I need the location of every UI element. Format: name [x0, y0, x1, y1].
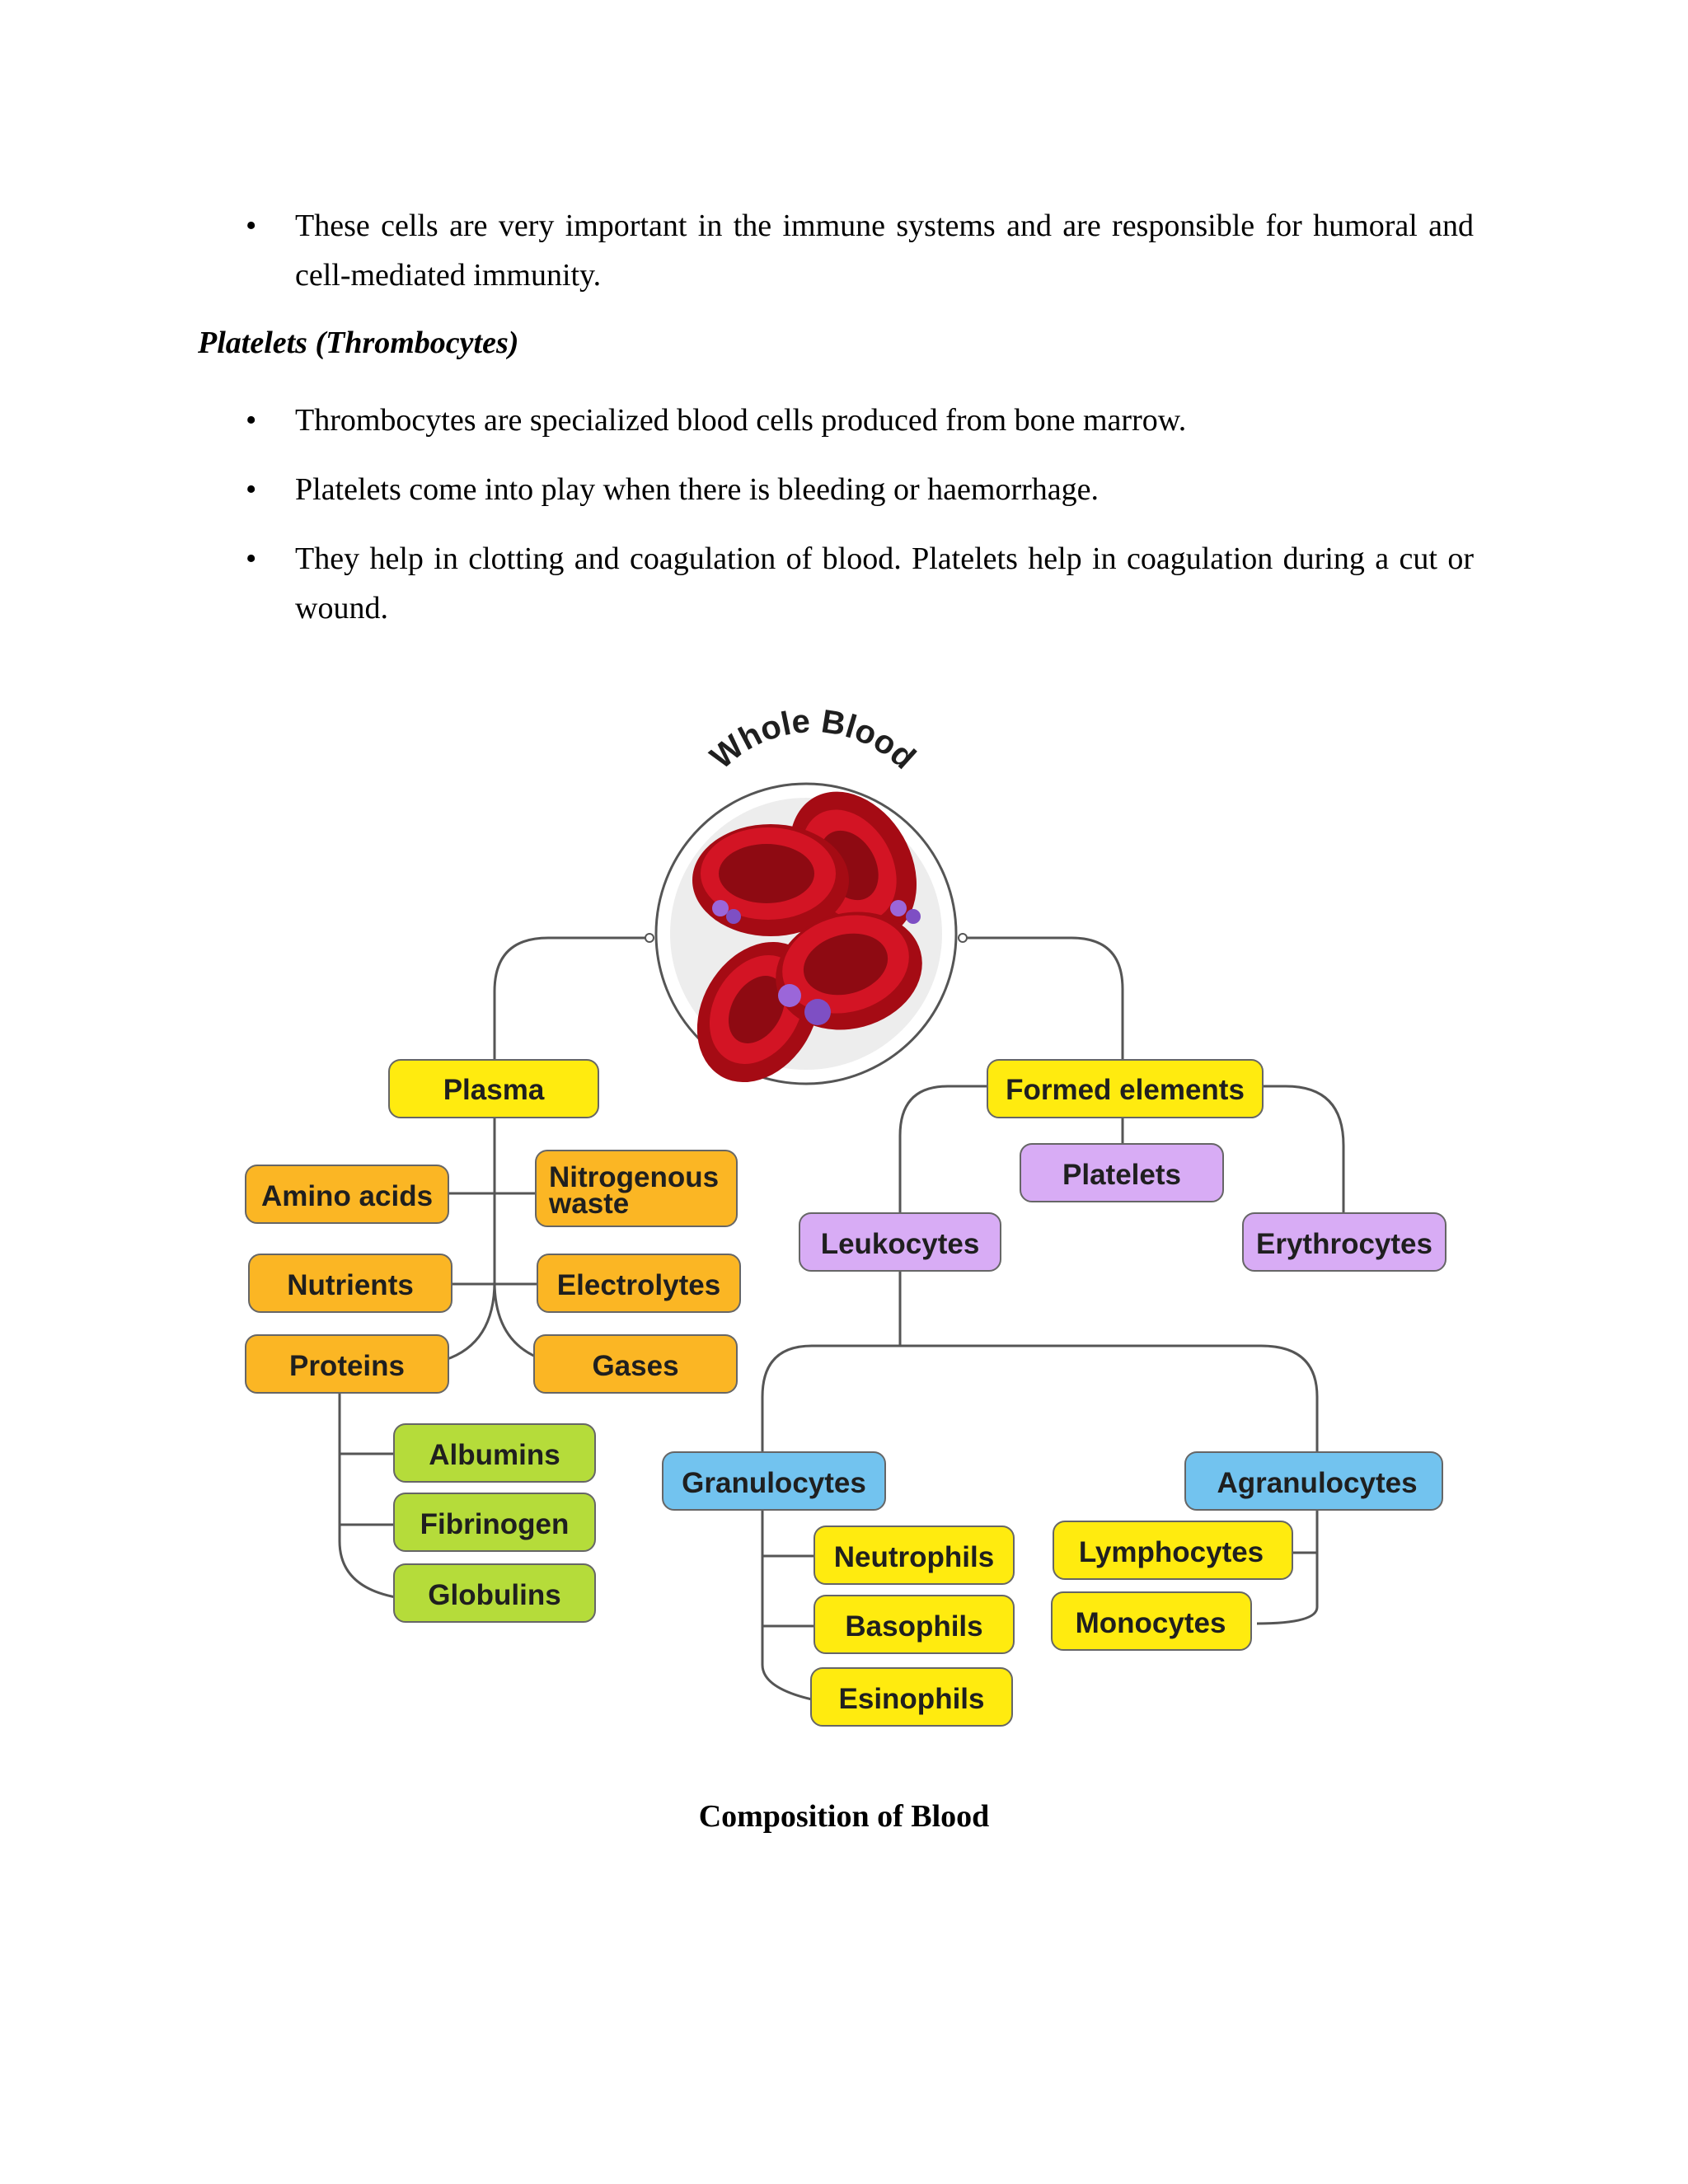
amino-acids-label: Amino acids	[261, 1180, 433, 1212]
electrolytes-label: Electrolytes	[557, 1269, 720, 1301]
bullet-dot: •	[246, 541, 257, 576]
nitrogenous-waste-label-line2: waste	[548, 1188, 629, 1220]
basophils-label: Basophils	[845, 1610, 982, 1643]
electrolytes-node: Electrolytes	[537, 1254, 741, 1313]
bullet-text: These cells are very important in the im…	[295, 209, 1474, 293]
esinophils-label: Esinophils	[839, 1683, 985, 1715]
monocytes-label: Monocytes	[1076, 1607, 1226, 1639]
esinophils-node: Esinophils	[810, 1667, 1013, 1727]
bullet-dot: •	[246, 403, 257, 438]
bullet-dot: •	[246, 472, 257, 507]
bullet-text: They help in clotting and coagulation of…	[295, 541, 1474, 626]
nutrients-node: Nutrients	[248, 1254, 452, 1313]
neutrophils-label: Neutrophils	[834, 1541, 994, 1573]
section-heading: Platelets (Thrombocytes)	[198, 326, 519, 360]
agranulocytes-label: Agranulocytes	[1217, 1467, 1417, 1499]
gases-label: Gases	[592, 1350, 678, 1382]
globulins-node: Globulins	[393, 1563, 596, 1623]
lymphocytes-label: Lymphocytes	[1079, 1536, 1264, 1568]
formed-elements-node: Formed elements	[987, 1059, 1264, 1118]
whole-blood-node: Whole Blood	[645, 703, 968, 1085]
gases-node: Gases	[533, 1334, 738, 1394]
monocytes-node: Monocytes	[1051, 1591, 1252, 1651]
proteins-label: Proteins	[289, 1350, 405, 1382]
whole-blood-label: Whole Blood	[704, 703, 922, 776]
granulocytes-label: Granulocytes	[682, 1467, 866, 1499]
agranulocytes-node: Agranulocytes	[1184, 1451, 1443, 1511]
albumins-node: Albumins	[393, 1423, 596, 1483]
proteins-node: Proteins	[245, 1334, 449, 1394]
albumins-label: Albumins	[429, 1439, 560, 1471]
fibrinogen-label: Fibrinogen	[420, 1508, 570, 1540]
red-blood-cells-icon	[692, 791, 922, 1083]
connector-dot	[958, 933, 968, 943]
leukocytes-label: Leukocytes	[821, 1228, 980, 1260]
connector-dot	[645, 933, 654, 943]
bullet-dot: •	[246, 209, 257, 243]
plasma-node: Plasma	[388, 1059, 599, 1118]
platelets-node: Platelets	[1020, 1143, 1224, 1202]
bullet-text: Platelets come into play when there is b…	[295, 472, 1100, 507]
figure-caption: Composition of Blood	[698, 1799, 990, 1834]
platelets-label: Platelets	[1062, 1159, 1181, 1191]
erythrocytes-label: Erythrocytes	[1256, 1228, 1432, 1260]
amino-acids-node: Amino acids	[245, 1165, 449, 1224]
nitrogenous-waste-node: Nitrogenous waste	[535, 1150, 738, 1227]
erythrocytes-node: Erythrocytes	[1242, 1212, 1447, 1272]
nitrogenous-waste-label: Nitrogenous	[549, 1161, 719, 1193]
globulins-label: Globulins	[428, 1579, 560, 1611]
formed-elements-label: Formed elements	[1006, 1074, 1245, 1106]
lymphocytes-node: Lymphocytes	[1053, 1521, 1293, 1580]
fibrinogen-node: Fibrinogen	[393, 1493, 596, 1552]
leukocytes-node: Leukocytes	[799, 1212, 1001, 1272]
plasma-label: Plasma	[443, 1074, 545, 1106]
bullet-text: Thrombocytes are specialized blood cells…	[295, 403, 1187, 438]
nutrients-label: Nutrients	[287, 1269, 414, 1301]
granulocytes-node: Granulocytes	[662, 1451, 886, 1511]
basophils-node: Basophils	[814, 1595, 1015, 1654]
neutrophils-node: Neutrophils	[814, 1526, 1015, 1585]
